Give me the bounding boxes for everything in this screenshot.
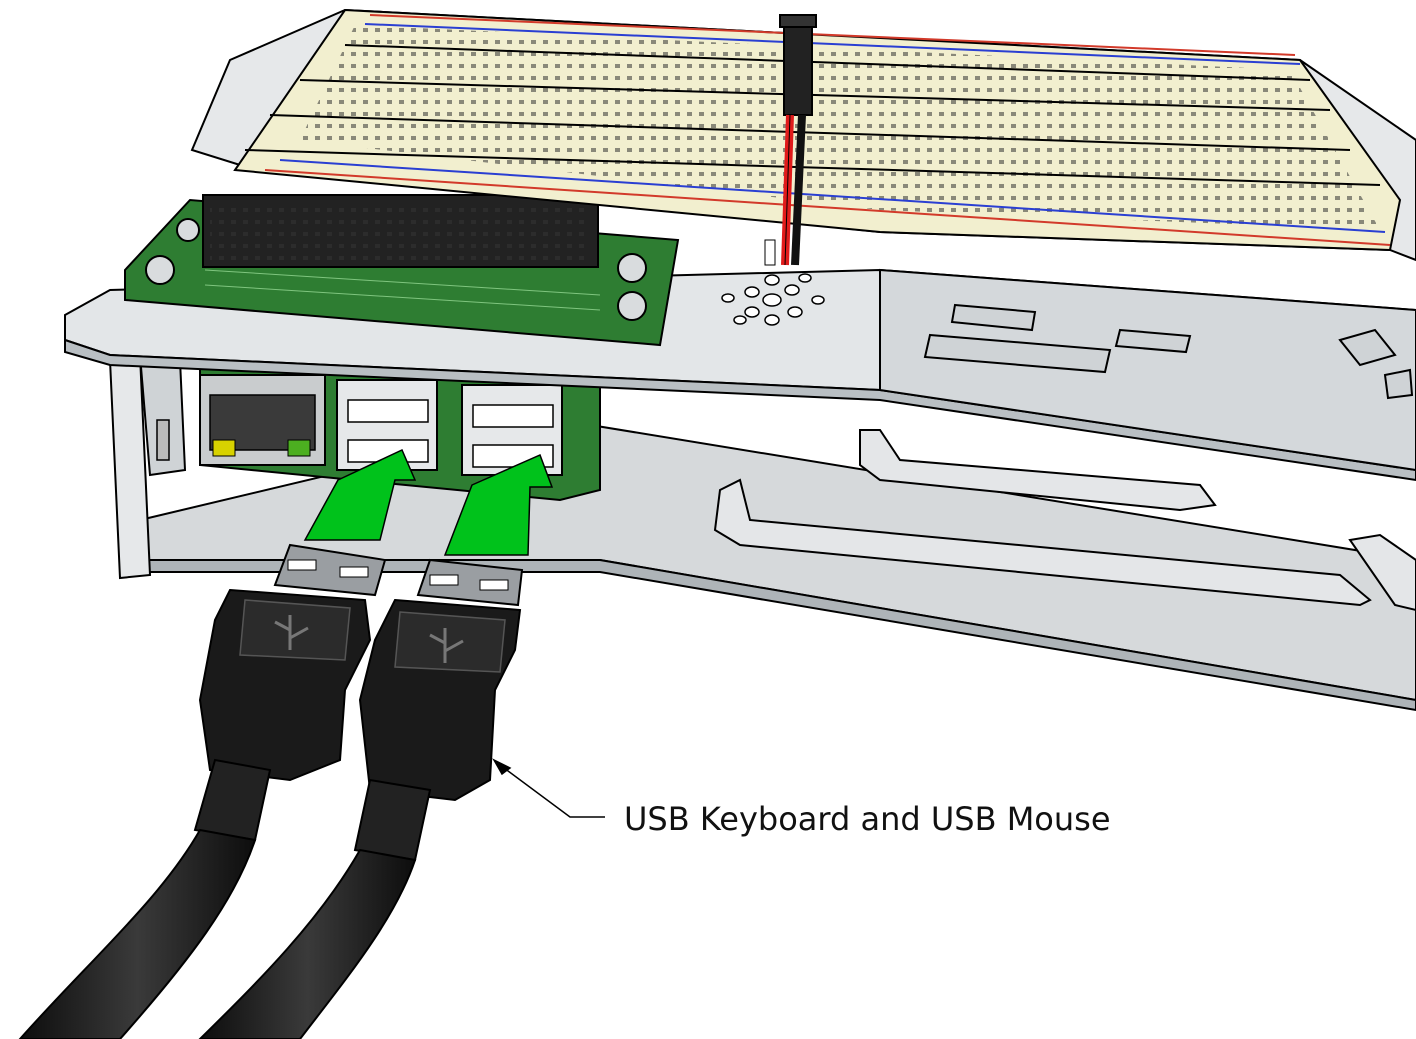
ethernet-port — [200, 375, 325, 465]
callout-leader — [494, 760, 605, 817]
usb-port-block-right — [462, 385, 562, 475]
callout-label: USB Keyboard and USB Mouse — [624, 800, 1111, 838]
